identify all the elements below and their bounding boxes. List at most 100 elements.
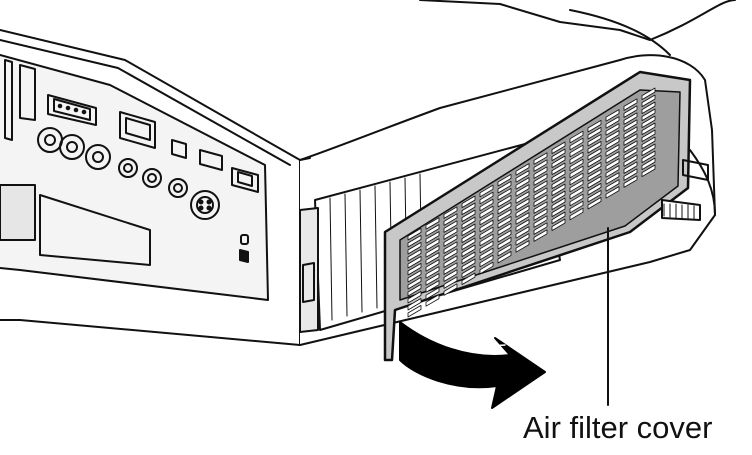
grille-slot [641,115,656,128]
grille-slot [515,198,530,211]
grille-slot [623,154,638,167]
grille-slot [461,202,476,215]
s-video-port-icon [190,190,220,220]
cover-grille-slots [407,87,656,318]
grille-slot [533,166,548,179]
grille-slot [623,140,638,153]
grille-slot [425,231,440,244]
grille-slot [479,212,494,226]
security-lock-icon [239,234,249,263]
grille-slot [479,184,494,198]
grille-slot [425,252,440,265]
grille-slot [425,280,440,293]
grille-slot [515,163,530,176]
grille-slot [623,98,638,111]
grille-slot [587,134,602,147]
grille-slot [569,172,584,186]
grille-slot [407,228,422,241]
grille-slot [515,177,530,190]
grille-slot [587,127,602,140]
rca-jack-icon [37,127,188,198]
grille-slot [479,191,494,205]
grille-slot [605,186,620,199]
grille-slot [497,223,512,236]
lan-port-icon [231,167,259,193]
grille-slot [479,226,494,240]
grille-slot [479,233,494,247]
grille-slot [515,184,530,197]
grille-slot [551,211,566,224]
grille-slot [623,133,638,146]
grille-slot [407,284,422,297]
grille-slot [587,162,602,175]
grille-slot [623,126,638,139]
grille-slot [407,305,422,318]
grille-slot [461,237,476,250]
grille-slot [569,165,584,179]
grille-slot [497,188,512,201]
grille-slot [407,277,422,290]
grille-slot [569,186,584,200]
air-filter-cover-label: Air filter cover [523,410,713,445]
grille-slot [425,217,440,230]
grille-slot [623,119,638,132]
grille-slot [515,170,530,183]
grille-slot [443,283,458,296]
grille-slot [425,238,440,251]
grille-slot [641,143,656,156]
grille-slot [641,136,656,149]
grille-slot [641,157,656,170]
grille-slot [587,155,602,168]
adjustable-foot [661,159,709,221]
grille-slot [623,161,638,174]
grille-slot [497,202,512,215]
grille-slot [605,109,620,122]
grille-slot [461,223,476,236]
grille-slot [623,112,638,125]
grille-slot [461,216,476,229]
grille-slot [515,233,530,246]
grille-slot [569,193,584,207]
grille-slot [641,108,656,121]
grille-slot [461,251,476,264]
grille-slot [515,219,530,232]
grille-slot [551,204,566,217]
grille-slot [569,137,584,151]
grille-slot [641,94,656,107]
connector-panel [0,54,269,301]
grille-slot [497,209,512,222]
grille-slot [461,265,476,278]
grille-slot [497,216,512,229]
grille-slot [515,191,530,204]
grille-slot [407,298,422,311]
grille-slot [605,130,620,143]
grille-slot [533,173,548,186]
grille-slot [407,263,422,276]
grille-slot [623,175,638,188]
grille-slot [407,291,422,304]
grille-slot [569,207,584,221]
grille-slot [533,201,548,214]
grille-slot [551,176,566,189]
grille-slot [587,197,602,210]
grille-slot [533,222,548,235]
grille-slot [605,179,620,192]
grille-slot [533,159,548,172]
grille-slot [587,169,602,182]
grille-slot [551,197,566,210]
grille-slot [551,218,566,231]
grille-slot [515,205,530,218]
grille-slot [551,190,566,203]
grille-slot [587,176,602,189]
vga-port-icon [47,94,97,126]
grille-slot [569,158,584,172]
grille-slot [623,147,638,160]
grille-slot [551,169,566,182]
grille-slot [641,129,656,142]
grille-slot [425,294,440,307]
grille-slot [407,270,422,283]
grille-slot [407,242,422,255]
grille-slot [479,261,494,275]
grille-slot [641,164,656,177]
